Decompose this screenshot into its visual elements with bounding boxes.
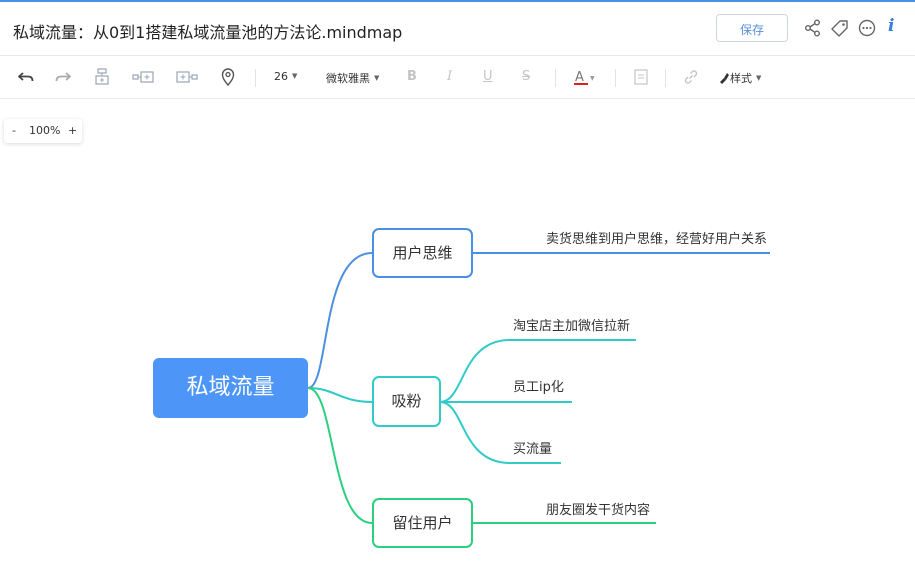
insert-sibling-after-icon[interactable] [132, 68, 154, 88]
mindmap-node-attract-fans[interactable]: 吸粉 [372, 376, 441, 427]
document-title: 私域流量：从0到1搭建私域流量池的方法论.mindmap [13, 23, 403, 42]
mindmap-leaf[interactable]: 淘宝店主加微信拉新 [513, 319, 631, 334]
top-accent-line [0, 0, 915, 2]
style-select[interactable]: 样式▼ [718, 70, 761, 86]
font-family-select[interactable]: 微软雅黑▼ [326, 72, 380, 85]
mindmap-leaf[interactable]: 员工ip化 [513, 380, 564, 395]
underline-icon[interactable]: U [483, 69, 493, 84]
zoom-in-button[interactable]: + [68, 124, 78, 137]
toolbar-separator [555, 69, 556, 87]
more-options-icon[interactable] [858, 19, 876, 37]
editor-toolbar: 26▼ 微软雅黑▼ B I U S A▼ 样式▼ [0, 56, 915, 99]
mindmap-leaf[interactable]: 卖货思维到用户思维，经营好用户关系 [546, 232, 768, 247]
font-color-icon[interactable]: A▼ [574, 68, 598, 88]
mindmap-root-node[interactable]: 私域流量 [153, 358, 308, 418]
tag-icon[interactable] [831, 19, 849, 37]
mindmap-leaf[interactable]: 朋友圈发干货内容 [546, 503, 651, 518]
undo-icon[interactable] [17, 68, 35, 88]
mindmap-node-retain-users[interactable]: 留住用户 [372, 498, 473, 548]
link-icon[interactable] [682, 68, 700, 88]
insert-child-icon[interactable] [93, 68, 111, 88]
info-icon[interactable]: i [888, 16, 895, 36]
svg-text:A: A [575, 70, 584, 85]
style-brush-icon [720, 73, 729, 84]
location-icon[interactable] [220, 68, 236, 88]
connector-attract-leaf-3 [439, 401, 561, 464]
font-size-select[interactable]: 26▼ [274, 70, 298, 83]
save-button[interactable]: 保存 [716, 14, 788, 42]
connector-root-attract-fans [307, 387, 373, 403]
bold-icon[interactable]: B [407, 69, 417, 84]
toolbar-separator [255, 69, 256, 87]
connector-attract-leaf-1 [439, 339, 636, 403]
zoom-level: 100% [29, 124, 61, 137]
connector-root-retain-users [307, 387, 373, 524]
mindmap-node-user-thinking[interactable]: 用户思维 [372, 228, 473, 278]
toolbar-separator [665, 69, 666, 87]
zoom-control: - 100% + [4, 119, 82, 143]
insert-sibling-before-icon[interactable] [176, 68, 198, 88]
redo-icon[interactable] [54, 68, 72, 88]
italic-icon[interactable]: I [447, 69, 453, 84]
strikethrough-icon[interactable]: S [522, 69, 531, 84]
toolbar-separator [615, 69, 616, 87]
svg-text:▼: ▼ [590, 75, 595, 82]
zoom-out-button[interactable]: - [12, 124, 16, 137]
share-icon[interactable] [804, 19, 822, 37]
note-icon[interactable] [633, 68, 649, 88]
header-bar: 私域流量：从0到1搭建私域流量池的方法论.mindmap 保存 i [0, 2, 915, 56]
mindmap-leaf[interactable]: 买流量 [513, 442, 553, 457]
connector-root-user-thinking [307, 252, 373, 389]
